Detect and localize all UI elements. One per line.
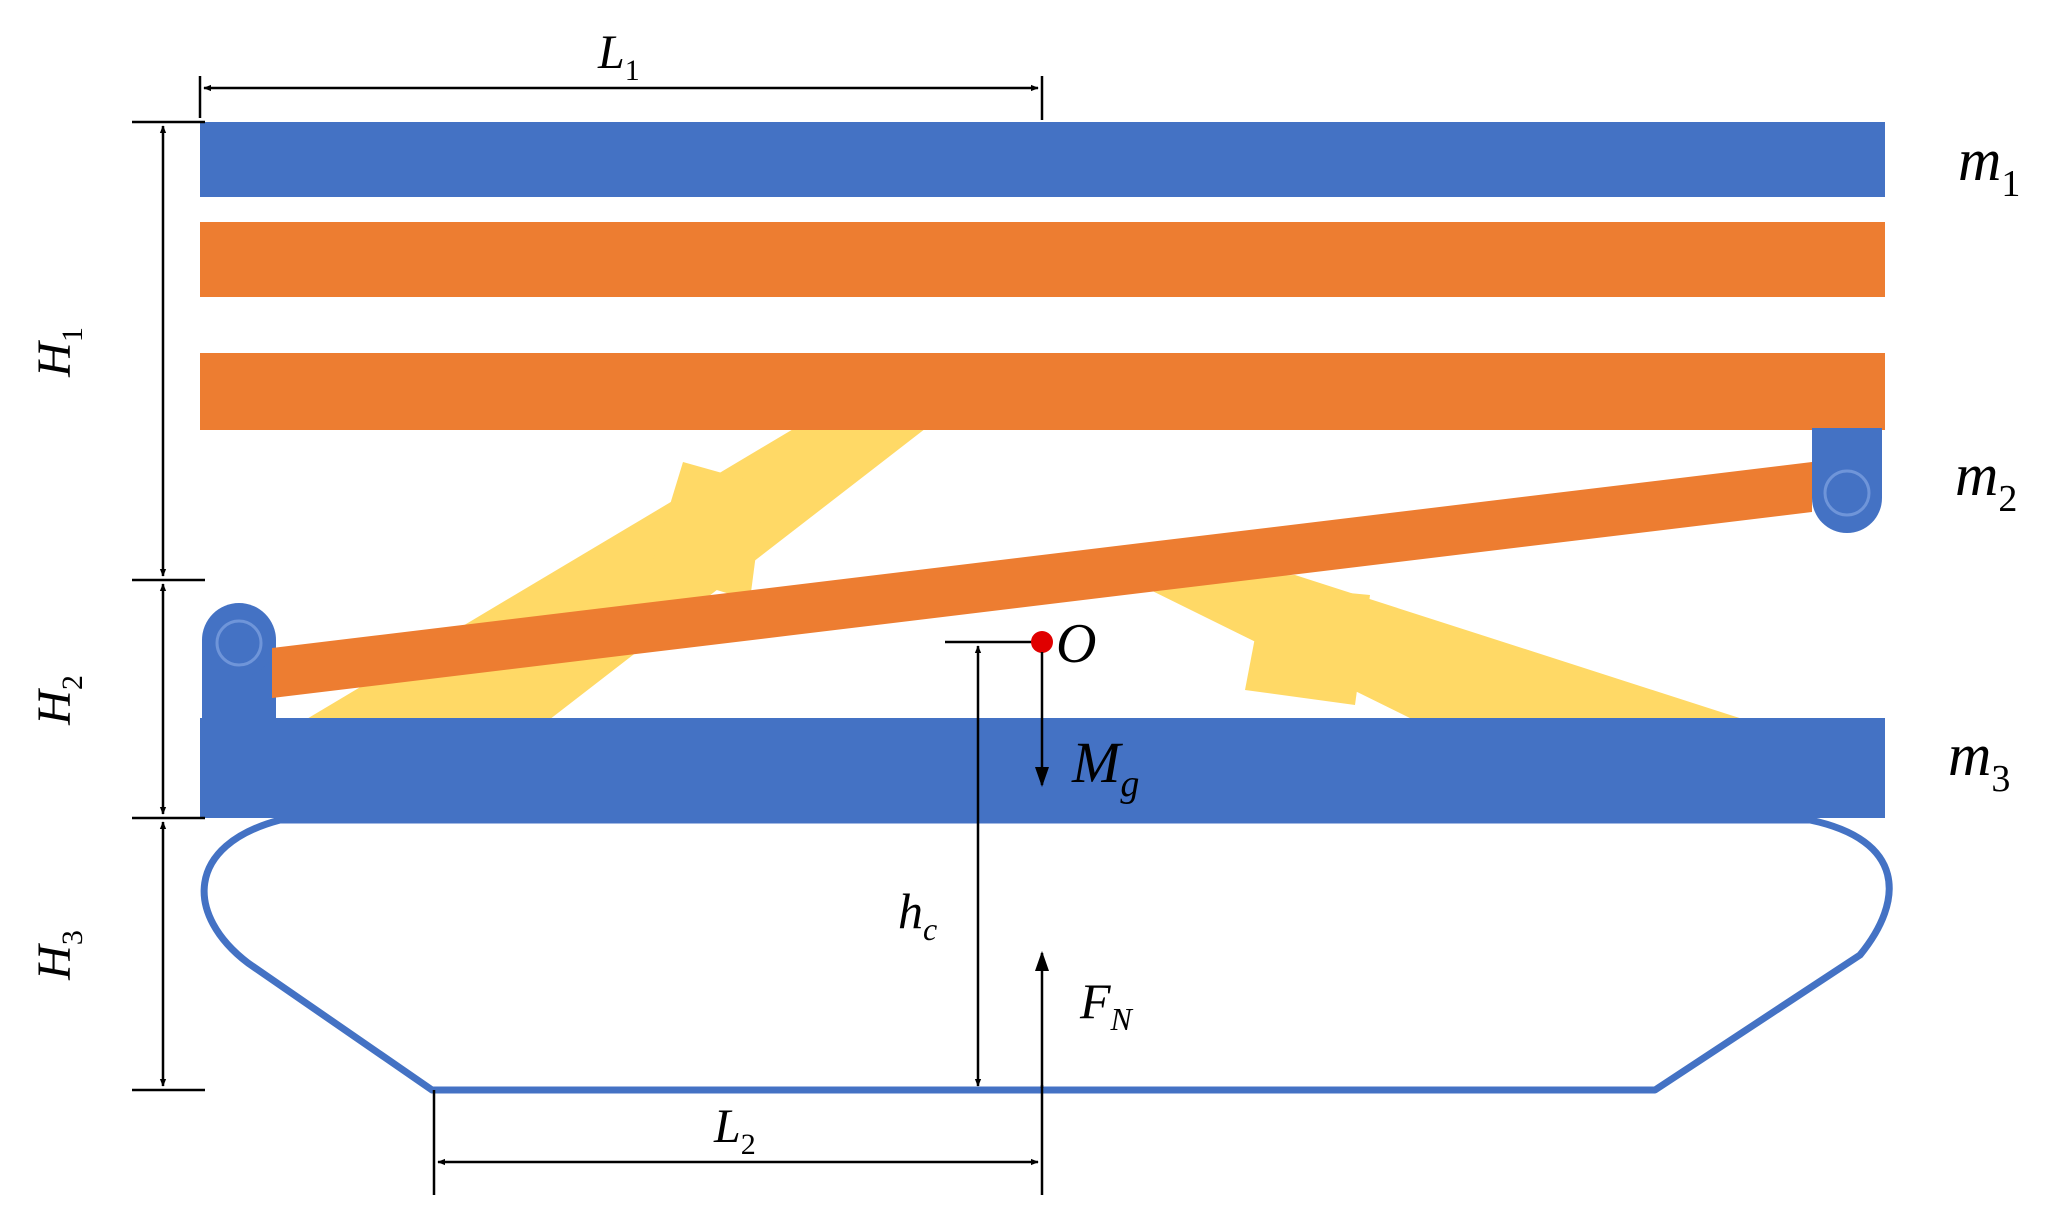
mass-label-m1: m1 [1958, 127, 2020, 205]
label-H2-sub: 2 [56, 675, 89, 690]
dimension-H1: H1 [28, 120, 205, 582]
label-m1-sub: 1 [2001, 163, 2020, 205]
svg-text:Mg: Mg [1071, 730, 1139, 805]
scissor-arm [272, 462, 1812, 698]
label-m1-main: m [1958, 127, 2001, 193]
svg-text:H2: H2 [28, 675, 89, 726]
right-pivot [1812, 428, 1882, 533]
label-Mg-sub: g [1120, 763, 1139, 805]
upper-beam-1 [200, 222, 1885, 297]
dimension-L1: L1 [198, 26, 1044, 120]
label-m3-main: m [1948, 722, 1991, 788]
svg-text:hc: hc [898, 883, 937, 947]
label-L2-main: L [713, 1100, 741, 1153]
label-m3-sub: 3 [1991, 758, 2010, 800]
svg-text:H3: H3 [28, 930, 89, 981]
label-H2-main: H [28, 688, 81, 726]
svg-text:H1: H1 [28, 327, 89, 378]
center-of-gravity-point [1031, 631, 1053, 653]
label-H1-sub: 1 [56, 327, 89, 342]
dimension-L2: L2 [432, 1085, 1044, 1195]
svg-text:L2: L2 [713, 1100, 756, 1161]
force-normal: FN [1035, 951, 1134, 1088]
label-H3-main: H [28, 943, 81, 981]
label-H3-sub: 3 [56, 930, 89, 945]
left-pivot [202, 603, 276, 735]
label-m2-main: m [1955, 442, 1998, 508]
mass-label-m3: m3 [1948, 722, 2010, 800]
dimension-H2: H2 [28, 583, 205, 820]
mass-label-m2: m2 [1955, 442, 2017, 520]
label-L1-sub: 1 [625, 54, 640, 87]
label-FN-main: F [1079, 973, 1111, 1029]
label-Mg-main: M [1071, 730, 1123, 795]
label-hc-sub: c [923, 911, 937, 947]
svg-text:L1: L1 [597, 26, 640, 87]
label-hc-main: h [898, 883, 923, 939]
svg-text:O: O [1056, 613, 1096, 675]
label-H1-main: H [28, 340, 81, 378]
upper-beam-2 [200, 353, 1885, 430]
track-outline [200, 816, 1893, 1094]
label-FN-sub: N [1110, 1001, 1134, 1037]
dimension-H3: H3 [28, 821, 205, 1092]
label-m2-sub: 2 [1998, 478, 2017, 520]
svg-text:FN: FN [1079, 973, 1134, 1037]
top-platform [200, 122, 1885, 197]
hydraulic-cylinder-right [1130, 575, 1755, 723]
label-L2-sub: 2 [741, 1128, 756, 1161]
label-O: O [1056, 613, 1096, 675]
center-of-gravity: O hc [898, 613, 1096, 1087]
label-L1-main: L [597, 26, 625, 79]
force-weight: Mg [1035, 652, 1139, 805]
